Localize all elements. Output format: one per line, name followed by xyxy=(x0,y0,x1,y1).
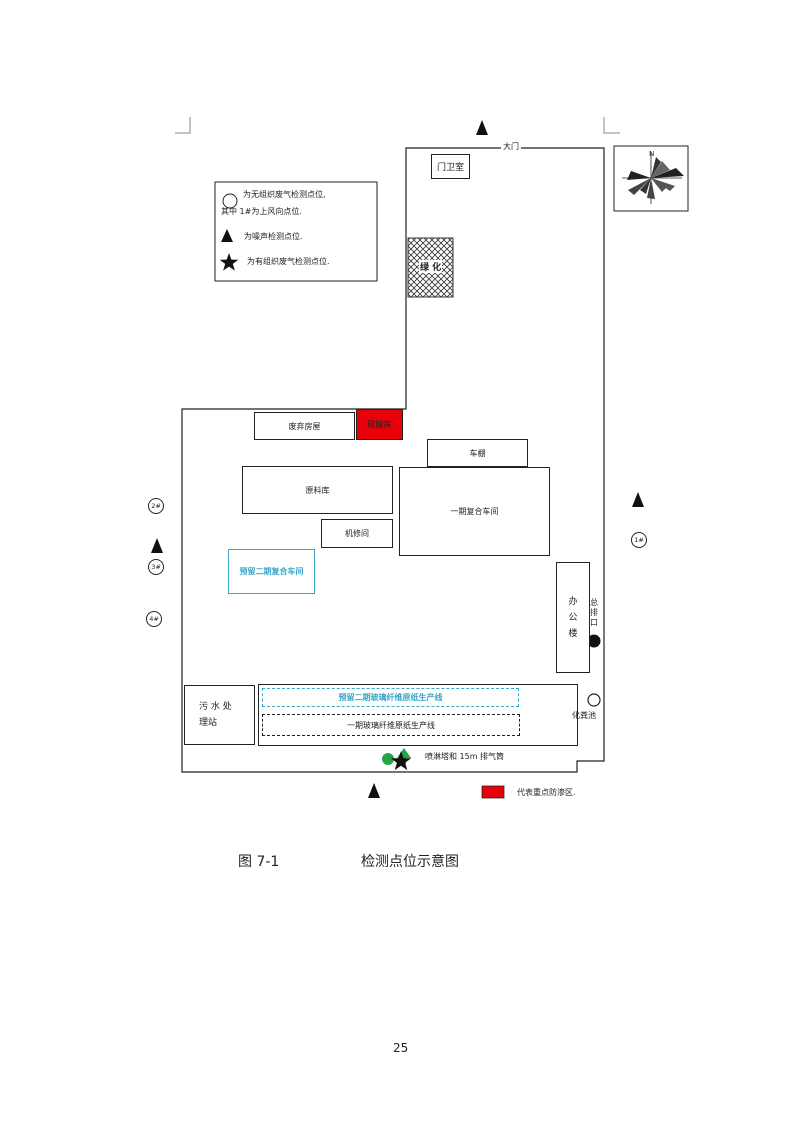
car-shed: 车棚 xyxy=(427,439,528,467)
outfall-label: 总排口 xyxy=(590,598,598,628)
reserved-workshop-phase2: 预留二期复合车间 xyxy=(228,549,315,594)
figure-title: 检测点位示意图 xyxy=(361,854,459,870)
septic-tank-label: 化粪池 xyxy=(572,711,596,720)
outfall-marker xyxy=(587,634,601,648)
workshop-phase1: 一期复合车间 xyxy=(399,467,550,556)
guard-room: 门卫室 xyxy=(431,154,470,179)
key-area-swatch xyxy=(481,785,505,799)
acid-room-key-area: 硫酸房 xyxy=(356,409,403,440)
legend-triangle-text: 为噪声检测点位. xyxy=(244,232,303,241)
gate-label: 大门 xyxy=(501,141,521,152)
repair-room: 机修间 xyxy=(321,519,393,548)
septic-circle-marker xyxy=(587,693,601,707)
crop-mark-left xyxy=(175,117,191,134)
scrubber-label: 喷淋塔和 15m 排气筒 xyxy=(425,752,505,761)
crop-mark-right xyxy=(603,117,620,134)
point-4: 4# xyxy=(146,611,162,627)
legend-circle-note: 其中 1#为上风向点位. xyxy=(221,207,302,216)
legend-box xyxy=(214,181,378,282)
compass-north-label: N xyxy=(649,150,655,158)
waste-warehouse: 废弃房屋 xyxy=(254,412,355,440)
star-icon xyxy=(390,751,412,771)
site-boundary xyxy=(181,147,605,773)
point-3: 3# xyxy=(148,559,164,575)
star-icon xyxy=(219,253,239,271)
triangle-icon xyxy=(476,120,488,135)
page-number: 25 xyxy=(393,1041,409,1055)
triangle-icon xyxy=(632,492,644,507)
office-building: 办 公 楼 xyxy=(556,562,590,673)
green-point-marker xyxy=(382,753,394,765)
reserved-line-phase2: 预留二期玻璃纤维原纸生产线 xyxy=(262,688,519,707)
key-area-label: 代表重点防渗区. xyxy=(517,788,576,797)
triangle-icon xyxy=(151,538,163,553)
circle-icon xyxy=(222,193,238,209)
point-1: 1# xyxy=(631,532,647,548)
legend-circle-text: 为无组织废气检测点位, xyxy=(243,190,326,199)
legend-star-text: 为有组织废气检测点位. xyxy=(247,257,330,266)
production-line-block xyxy=(258,684,578,746)
sewage-station: 污 水 处 理站 xyxy=(184,685,255,745)
line-phase1: 一期玻璃纤维原纸生产线 xyxy=(262,714,520,736)
triangle-icon xyxy=(368,783,380,798)
point-2: 2# xyxy=(148,498,164,514)
triangle-icon xyxy=(221,229,233,242)
raw-material-store: 原料库 xyxy=(242,466,393,514)
figure-number: 图 7-1 xyxy=(238,854,280,870)
greenery-label: 绿 化 xyxy=(419,260,443,273)
